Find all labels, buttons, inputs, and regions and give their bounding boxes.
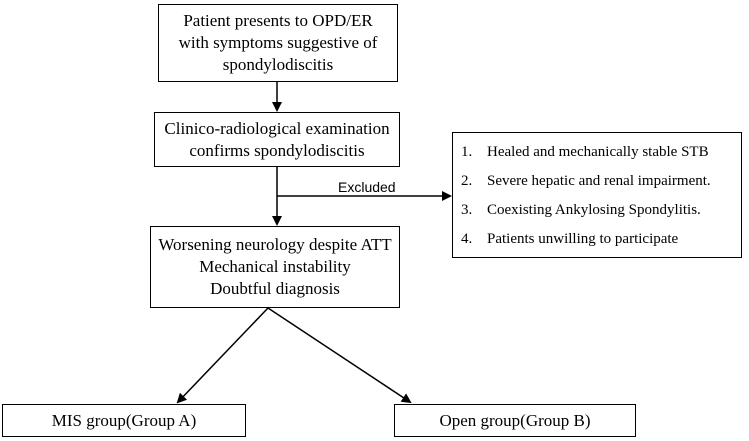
step1-line-2: with symptoms suggestive of — [178, 33, 378, 52]
step-examination-box: Clinico-radiological examination confirm… — [154, 112, 400, 167]
criterion-text: Severe hepatic and renal impairment. — [487, 172, 711, 189]
step3-line-1: Worsening neurology despite ATT — [158, 235, 392, 254]
criterion-text: Coexisting Ankylosing Spondylitis. — [487, 201, 701, 218]
step3-line-3: Doubtful diagnosis — [210, 279, 340, 298]
step-patient-presents-box: Patient presents to OPD/ER with symptoms… — [158, 4, 398, 82]
group-a-label: MIS group(Group A) — [51, 410, 197, 430]
criterion-text: Healed and mechanically stable STB — [487, 143, 709, 160]
step2-line-1: Clinico-radiological examination — [164, 118, 390, 138]
exclusion-criterion: 3. Coexisting Ankylosing Spondylitis. — [461, 200, 701, 220]
step1-line-1: Patient presents to OPD/ER — [183, 11, 373, 30]
criterion-text: Patients unwilling to participate — [487, 230, 679, 247]
exclusion-criterion: 4. Patients unwilling to participate — [461, 229, 678, 249]
criterion-number: 4. — [461, 230, 473, 247]
step-indications-box: Worsening neurology despite ATT Mechanic… — [150, 226, 400, 308]
step3-line-2: Mechanical instability — [199, 257, 351, 276]
criterion-number: 2. — [461, 172, 473, 189]
step1-line-3: spondylodiscitis — [222, 55, 334, 74]
arrow-step3-to-group-b — [267, 307, 412, 404]
exclusion-criterion: 2. Severe hepatic and renal impairment. — [461, 171, 711, 191]
group-b-label: Open group(Group B) — [439, 410, 591, 430]
arrow-step3-to-group-a — [176, 307, 269, 404]
step2-line-2: confirms spondylodiscitis — [189, 140, 365, 160]
criterion-number: 3. — [461, 201, 473, 218]
group-b-box: Open group(Group B) — [394, 404, 636, 437]
excluded-label: Excluded — [338, 179, 396, 195]
criterion-number: 1. — [461, 143, 473, 160]
exclusion-criteria-box: 1. Healed and mechanically stable STB 2.… — [452, 132, 742, 258]
group-a-box: MIS group(Group A) — [2, 404, 246, 437]
exclusion-criterion: 1. Healed and mechanically stable STB — [461, 142, 709, 162]
